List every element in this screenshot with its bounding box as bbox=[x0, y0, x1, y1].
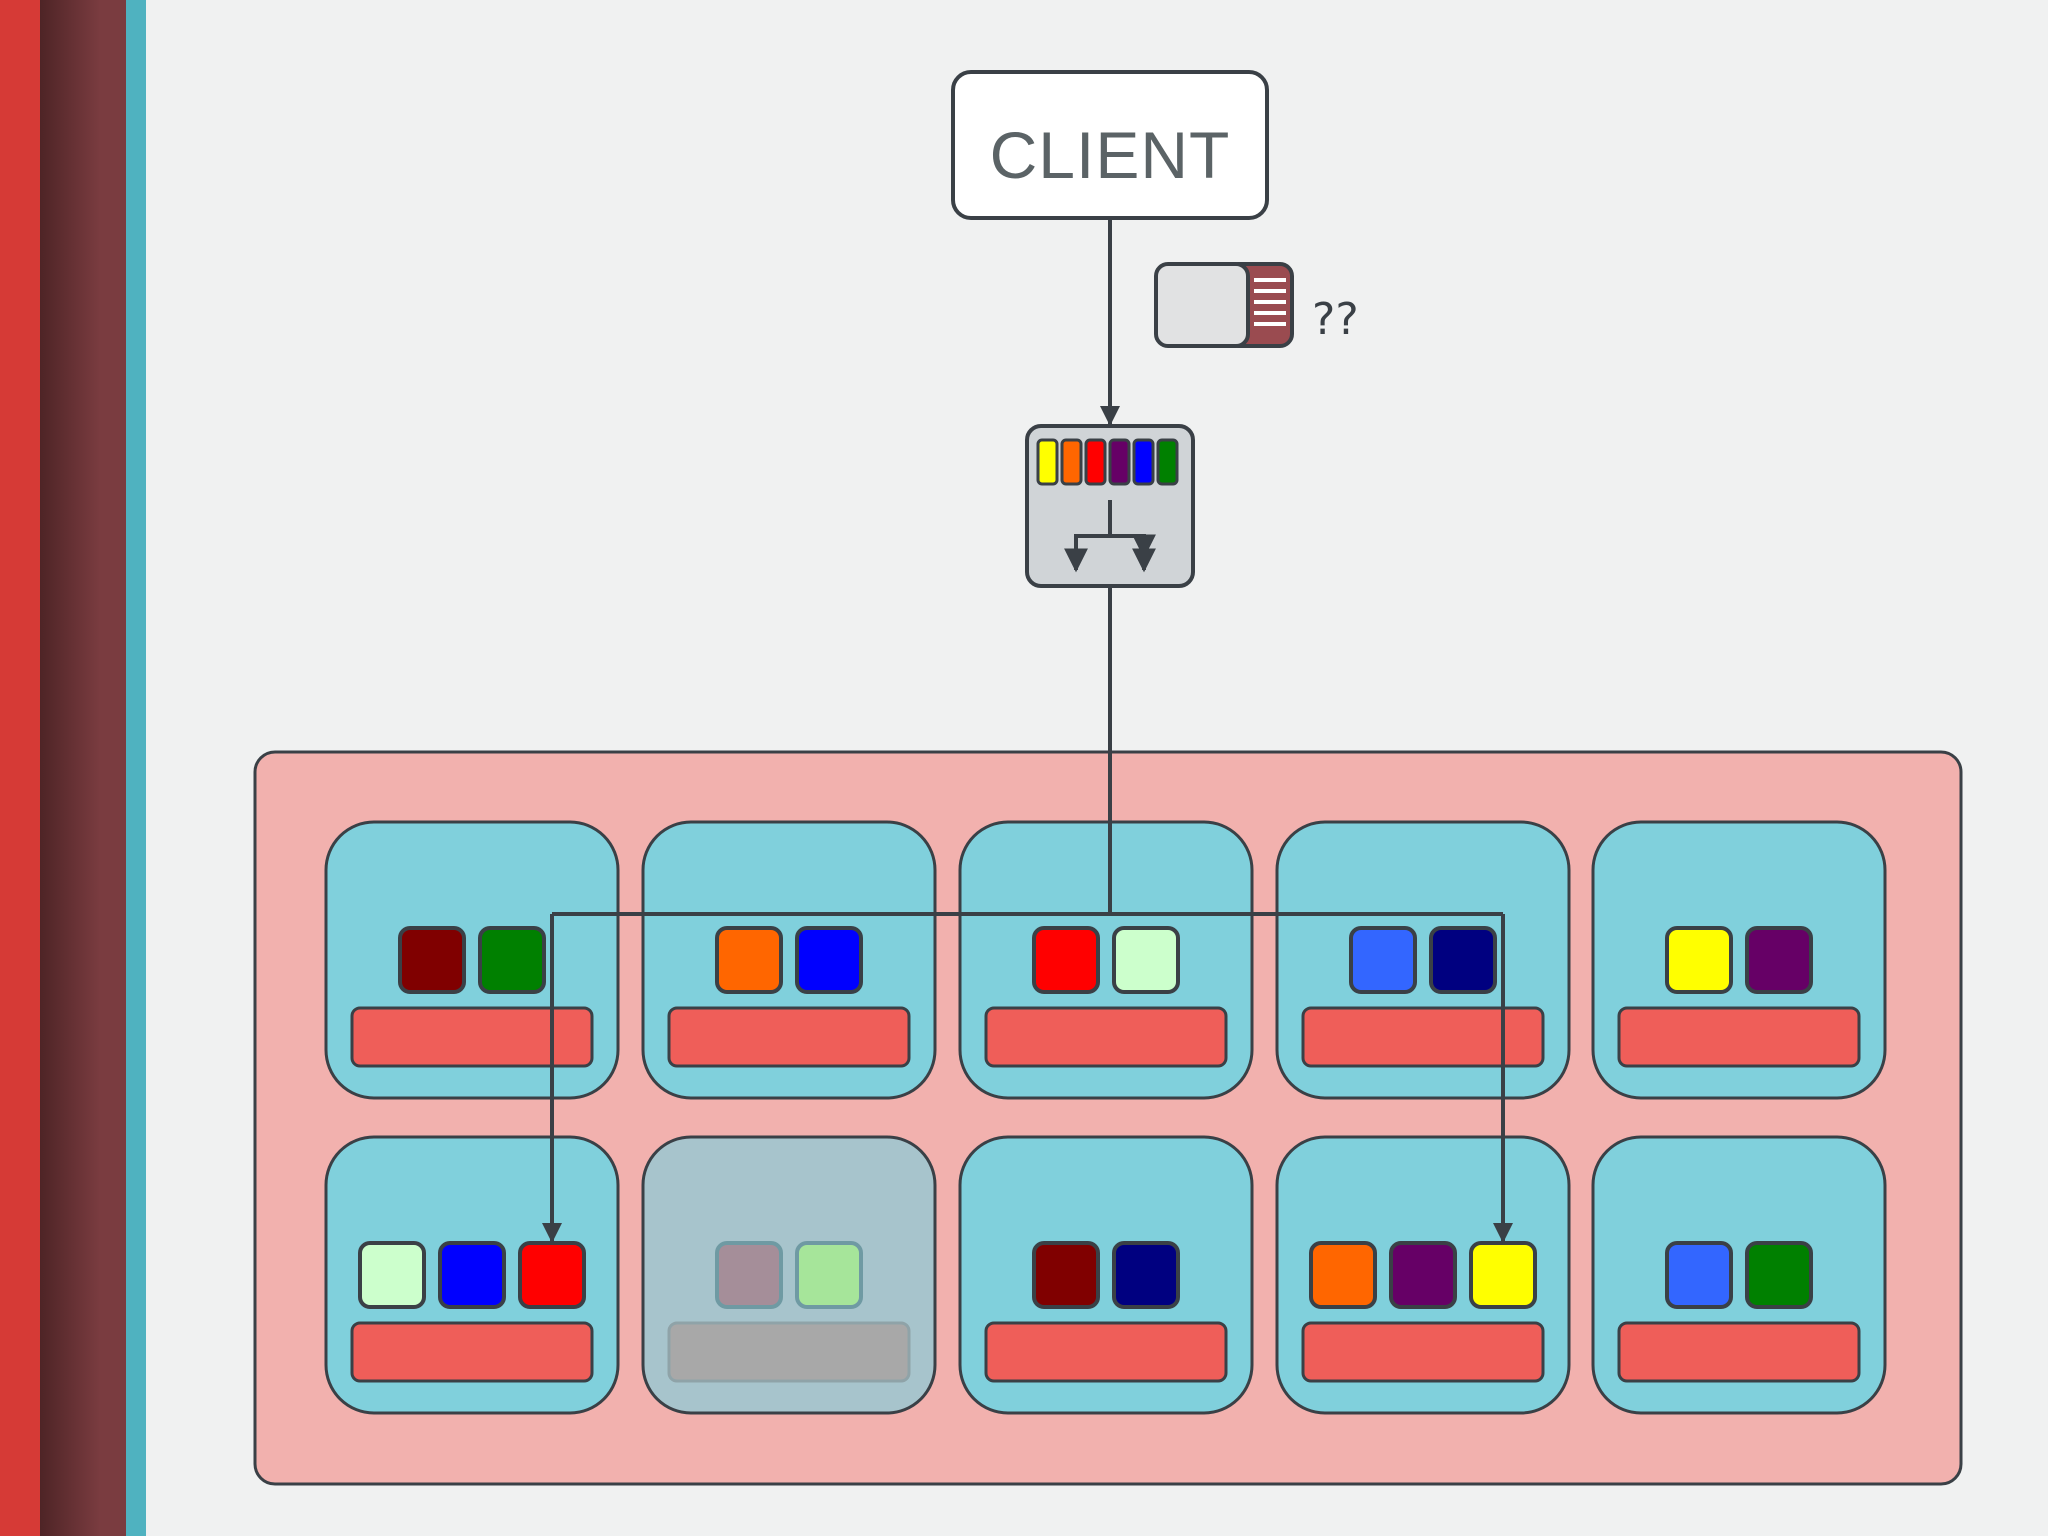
cluster-node-r1-c0[interactable] bbox=[324, 1135, 620, 1415]
node-storage-bar bbox=[984, 1321, 1228, 1383]
cluster-node-r0-c2[interactable] bbox=[958, 820, 1254, 1100]
data-key-1 bbox=[478, 926, 546, 994]
data-key-1 bbox=[1112, 926, 1180, 994]
node-storage-bar bbox=[350, 1006, 594, 1068]
cluster-node-r0-c0[interactable] bbox=[324, 820, 620, 1100]
data-key-0 bbox=[398, 926, 466, 994]
left-stripe-teal bbox=[126, 0, 146, 1536]
router-key-0 bbox=[1036, 438, 1059, 486]
cluster-node-r0-c3[interactable] bbox=[1275, 820, 1571, 1100]
node-storage-bar bbox=[1301, 1321, 1545, 1383]
cluster-node-r1-c2[interactable] bbox=[958, 1135, 1254, 1415]
data-key-0 bbox=[1309, 1241, 1377, 1309]
node-storage-bar bbox=[1617, 1321, 1861, 1383]
data-key-1 bbox=[1389, 1241, 1457, 1309]
router-key-4 bbox=[1132, 438, 1155, 486]
data-key-2 bbox=[1469, 1241, 1537, 1309]
cluster-node-r1-c4[interactable] bbox=[1591, 1135, 1887, 1415]
router-key-5 bbox=[1156, 438, 1179, 486]
node-storage-bar bbox=[1617, 1006, 1861, 1068]
data-key-1 bbox=[438, 1241, 506, 1309]
data-key-0 bbox=[1032, 926, 1100, 994]
node-storage-bar bbox=[350, 1321, 594, 1383]
data-key-1 bbox=[1112, 1241, 1180, 1309]
router-key-1 bbox=[1060, 438, 1083, 486]
cluster-node-r1-c1[interactable] bbox=[641, 1135, 937, 1415]
data-key-0 bbox=[358, 1241, 426, 1309]
left-stripe-maroon bbox=[40, 0, 126, 1536]
data-key-0 bbox=[715, 1241, 783, 1309]
client-node[interactable]: CLIENT bbox=[951, 70, 1269, 220]
data-key-2 bbox=[518, 1241, 586, 1309]
router-key-2 bbox=[1084, 438, 1107, 486]
router-node[interactable] bbox=[1025, 424, 1195, 588]
message-packet-icon bbox=[1154, 262, 1294, 348]
node-storage-bar bbox=[667, 1006, 911, 1068]
message-annotation: ?? bbox=[1312, 294, 1359, 345]
cluster-node-r1-c3[interactable] bbox=[1275, 1135, 1571, 1415]
client-label: CLIENT bbox=[990, 118, 1231, 192]
data-key-0 bbox=[1665, 1241, 1733, 1309]
node-storage-bar bbox=[1301, 1006, 1545, 1068]
data-key-1 bbox=[1745, 926, 1813, 994]
router-split-icon bbox=[1064, 500, 1156, 573]
data-key-1 bbox=[795, 1241, 863, 1309]
data-key-0 bbox=[1665, 926, 1733, 994]
cluster-node-r0-c4[interactable] bbox=[1591, 820, 1887, 1100]
data-key-0 bbox=[1032, 1241, 1100, 1309]
node-storage-bar bbox=[667, 1321, 911, 1383]
data-key-1 bbox=[795, 926, 863, 994]
data-key-1 bbox=[1429, 926, 1497, 994]
data-key-0 bbox=[1349, 926, 1417, 994]
data-key-1 bbox=[1745, 1241, 1813, 1309]
left-stripe-red bbox=[0, 0, 40, 1536]
router-key-3 bbox=[1108, 438, 1131, 486]
cluster-node-r0-c1[interactable] bbox=[641, 820, 937, 1100]
data-key-0 bbox=[715, 926, 783, 994]
node-storage-bar bbox=[984, 1006, 1228, 1068]
